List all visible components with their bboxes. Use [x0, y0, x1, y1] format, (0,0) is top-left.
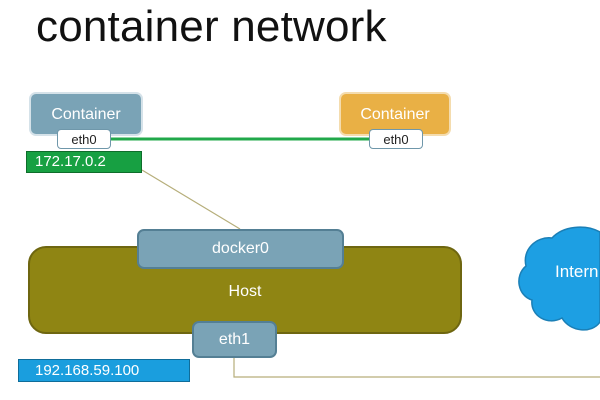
internet-label: Intern	[555, 262, 599, 281]
docker0-bridge: docker0	[137, 229, 344, 269]
container-left: Container	[29, 92, 143, 136]
container-ip-label: 172.17.0.2	[26, 151, 142, 173]
internet-cloud-icon	[518, 226, 600, 331]
container-left-label: Container	[51, 106, 121, 123]
host-ip-label: 192.168.59.100	[18, 359, 190, 382]
slide-title: container network	[36, 2, 387, 51]
container-right-label: Container	[360, 106, 430, 123]
container-right-eth0: eth0	[369, 129, 423, 149]
container-left-eth0: eth0	[57, 129, 111, 149]
ip-to-docker0-link	[141, 169, 241, 230]
host-label: Host	[228, 283, 262, 300]
eth1-to-internet-link	[233, 358, 600, 378]
host-eth1: eth1	[192, 321, 277, 358]
